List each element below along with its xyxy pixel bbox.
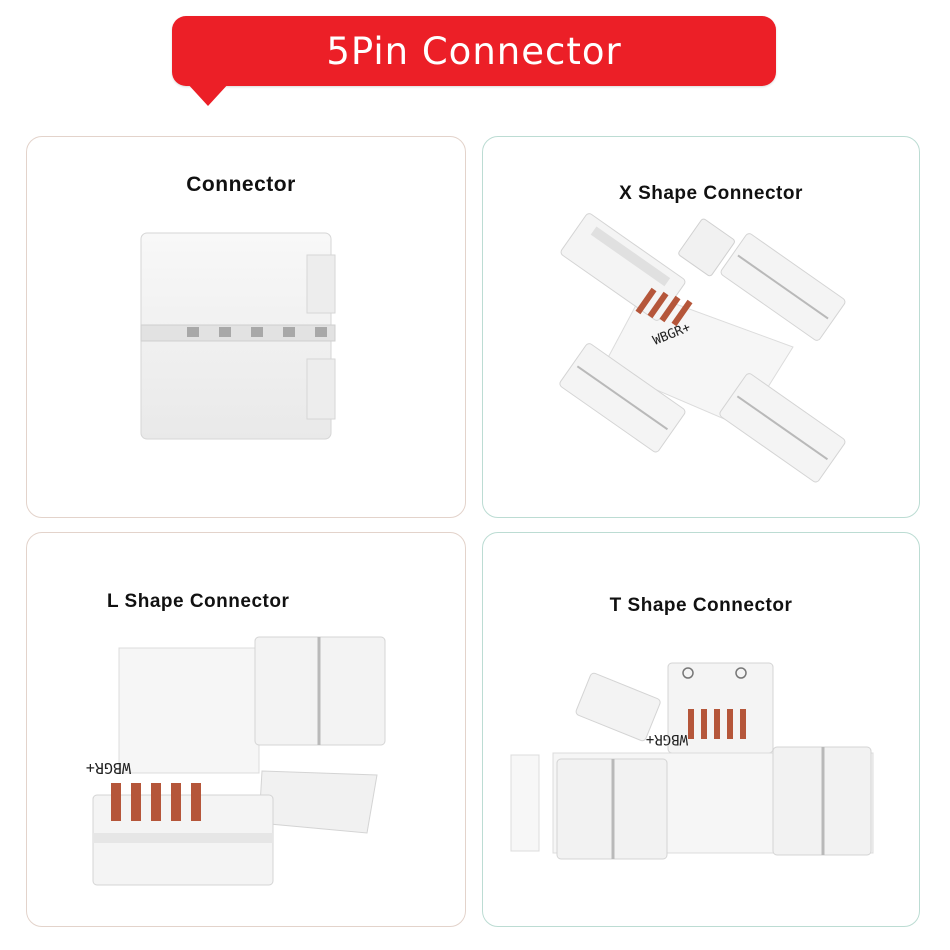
title-banner: 5Pin Connector	[172, 16, 776, 86]
t-shape-connector-image: WBGR+	[510, 662, 874, 860]
banner-pointer	[186, 82, 230, 106]
l-shape-connector-image: WBGR+	[86, 636, 386, 886]
x-shape-connector-image: WBGR+	[559, 213, 846, 483]
t-shape-pin-label: WBGR+	[646, 731, 688, 747]
banner-title: 5Pin Connector	[326, 29, 622, 73]
panel-t-shape-connector: T Shape Connector WBGR+	[482, 532, 920, 927]
panel-title-l-shape: L Shape Connector	[107, 591, 290, 612]
panel-title-x-shape: X Shape Connector	[619, 183, 803, 204]
l-shape-pin-label: WBGR+	[86, 759, 131, 777]
panel-title-connector: Connector	[186, 173, 296, 196]
panel-l-shape-connector: L Shape Connector WBGR+	[26, 532, 466, 927]
connector-image	[140, 232, 336, 440]
panel-x-shape-connector: X Shape Connector WBGR+	[482, 136, 920, 518]
panel-title-t-shape: T Shape Connector	[609, 595, 793, 616]
panel-connector: Connector	[26, 136, 466, 518]
